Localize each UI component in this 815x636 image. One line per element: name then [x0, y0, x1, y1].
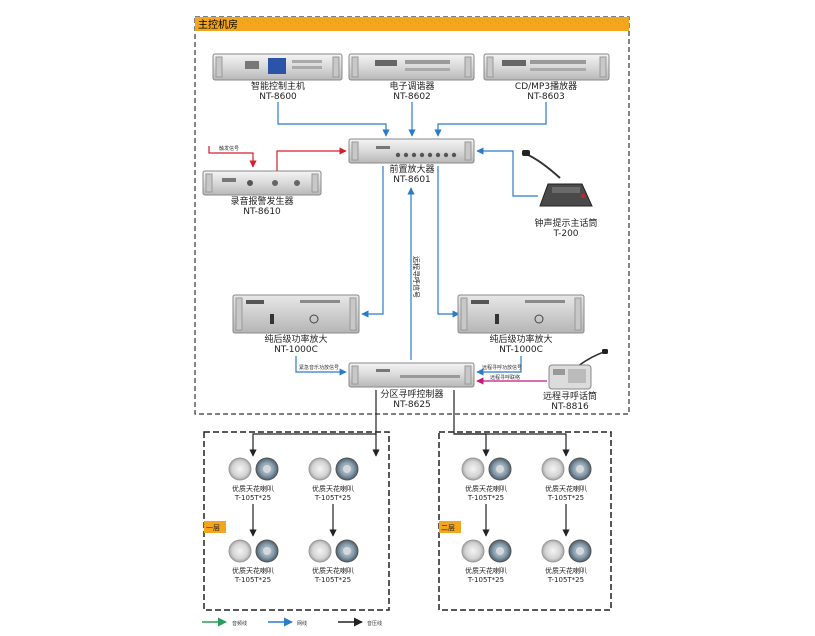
speaker-model: T-105T*25: [547, 494, 584, 502]
speaker-name: 优质天花喇叭: [232, 566, 274, 575]
zone-2-speaker: 优质天花喇叭 T-105T*25: [541, 457, 592, 502]
zone-2-label: 二层: [441, 524, 455, 532]
device-amp-left: 纯后级功率放大 NT-1000C: [232, 294, 360, 355]
mic-model: T-200: [552, 229, 578, 239]
device-amp-right: 纯后级功率放大 NT-1000C: [457, 294, 585, 355]
line-ampleft-zonectrl: [295, 356, 347, 376]
zone-1-speaker: 优质天花喇叭 T-105T*25: [228, 539, 279, 584]
zone-2-speaker: 优质天花喇叭 T-105T*25: [461, 539, 512, 584]
speaker-model: T-105T*25: [314, 494, 351, 502]
remote-amp-label: 远程寻呼功放信号: [482, 364, 522, 371]
amp-left-name: 纯后级功率放大: [264, 333, 327, 345]
amp-right-name: 纯后级功率放大: [489, 333, 552, 345]
zone-1-speaker: 优质天花喇叭 T-105T*25: [308, 457, 359, 502]
device-alarm: 录音报警发生器 NT-8610: [202, 170, 322, 217]
line-preamp-ampright: [437, 166, 460, 318]
speaker-name: 优质天花喇叭: [465, 484, 507, 493]
line-ampright-zonectrl: [476, 356, 522, 376]
speaker-name: 优质天花喇叭: [312, 484, 354, 493]
device-host: 智能控制主机 NT-8600: [212, 53, 343, 102]
legend: 音频线 网线 音压线: [202, 617, 382, 627]
amp-right-model: NT-1000C: [499, 345, 543, 355]
device-cd: CD/MP3播放器 NT-8603: [483, 53, 610, 102]
line-cd-preamp: [434, 102, 547, 137]
control-room-title: 主控机房: [198, 18, 238, 31]
legend-voltage-label: 音压线: [367, 620, 382, 627]
remote-model: NT-8816: [551, 402, 589, 412]
speaker-name: 优质天花喇叭: [465, 566, 507, 575]
zone-1-label: 一层: [206, 524, 220, 532]
speaker-model: T-105T*25: [314, 576, 351, 584]
zone-ctrl-name: 分区寻呼控制器: [380, 388, 443, 400]
zone-2: 二层 优质天花喇叭 T-105T*25 优质天花喇叭 T-105T*25 优质天…: [438, 431, 612, 611]
line-preamp-ampleft: [361, 166, 384, 318]
preamp-model: NT-8601: [393, 175, 431, 185]
speaker-model: T-105T*25: [234, 494, 271, 502]
line-zonectrl-zone1: [249, 390, 377, 457]
zone-2-speaker: 优质天花喇叭 T-105T*25: [461, 457, 512, 502]
host-name: 智能控制主机: [251, 80, 305, 92]
line-zonectrl-zone2b: [454, 433, 490, 457]
legend-audio-label: 音频线: [232, 620, 247, 627]
speaker-model: T-105T*25: [547, 576, 584, 584]
line-zonectrl-zone2: [453, 390, 570, 457]
line-alarm-preamp: [276, 147, 347, 171]
line-host-preamp: [277, 102, 390, 137]
speaker-name: 优质天花喇叭: [545, 484, 587, 493]
amp-left-model: NT-1000C: [274, 345, 318, 355]
device-mic: 钟声提示主话筒 T-200: [522, 150, 598, 239]
cd-model: NT-8603: [527, 92, 565, 102]
speaker-name: 优质天花喇叭: [232, 484, 274, 493]
emergency-label: 紧急音乐功放信号: [299, 364, 339, 371]
cd-name: CD/MP3播放器: [515, 80, 577, 92]
alarm-name: 录音报警发生器: [230, 195, 293, 207]
remote-call-label: 远程寻呼信号: [412, 256, 421, 298]
tuner-model: NT-8602: [393, 92, 431, 102]
control-room: 主控机房: [194, 16, 630, 415]
remote-link-label: 远程寻呼联络: [490, 374, 520, 381]
zone-ctrl-model: NT-8625: [393, 400, 431, 410]
zone-1-speaker: 优质天花喇叭 T-105T*25: [308, 539, 359, 584]
speaker-model: T-105T*25: [467, 576, 504, 584]
zone-2-speaker: 优质天花喇叭 T-105T*25: [541, 539, 592, 584]
speaker-name: 优质天花喇叭: [545, 566, 587, 575]
host-model: NT-8600: [259, 92, 297, 102]
device-tuner: 电子调谐器 NT-8602: [348, 53, 475, 102]
speaker-model: T-105T*25: [467, 494, 504, 502]
device-remote: 远程寻呼话筒 NT-8816: [543, 349, 608, 412]
speaker-name: 优质天花喇叭: [312, 566, 354, 575]
remote-name: 远程寻呼话筒: [543, 390, 597, 402]
zone-1: 一层 优质天花喇叭 T-105T*25 优质天花喇叭 T-105T*25 优质天…: [203, 431, 390, 611]
zone-1-speaker: 优质天花喇叭 T-105T*25: [228, 457, 279, 502]
device-preamp: 前置放大器 NT-8601: [348, 138, 475, 185]
line-trigger-in: [208, 146, 257, 168]
device-zone-ctrl: 分区寻呼控制器 NT-8625: [348, 362, 475, 410]
line-mic-preamp: [476, 147, 538, 197]
legend-network-label: 网线: [297, 620, 307, 627]
tuner-name: 电子调谐器: [389, 80, 434, 92]
preamp-name: 前置放大器: [389, 163, 434, 175]
mic-name: 钟声提示主话筒: [534, 217, 597, 229]
trigger-label: 触发信号: [219, 145, 239, 152]
speaker-model: T-105T*25: [234, 576, 271, 584]
alarm-model: NT-8610: [243, 207, 281, 217]
